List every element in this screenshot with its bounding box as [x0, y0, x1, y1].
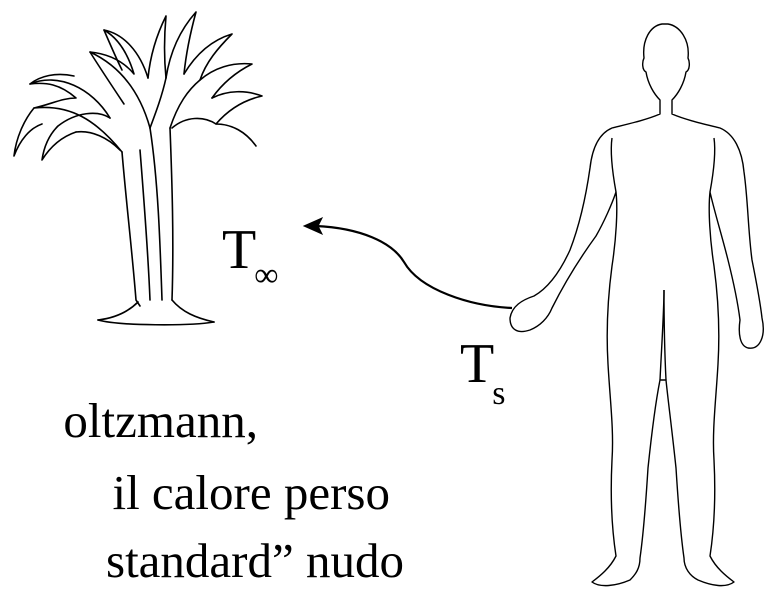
human-figure-icon: [510, 24, 763, 586]
surface-temperature-subscript: s: [492, 375, 505, 412]
caption-line-1: oltzmann,: [63, 396, 258, 445]
curved-arrow-icon: [304, 218, 512, 308]
caption-line-2: il calore perso: [112, 468, 390, 517]
ambient-temperature-subscript: ∞: [254, 257, 278, 294]
caption-line-3: standard” nudo: [106, 536, 404, 585]
surface-temperature-symbol: T: [460, 333, 494, 395]
surface-temperature-label: Ts: [460, 336, 507, 392]
ambient-temperature-label: T∞: [222, 222, 280, 278]
ambient-temperature-symbol: T: [222, 219, 256, 281]
